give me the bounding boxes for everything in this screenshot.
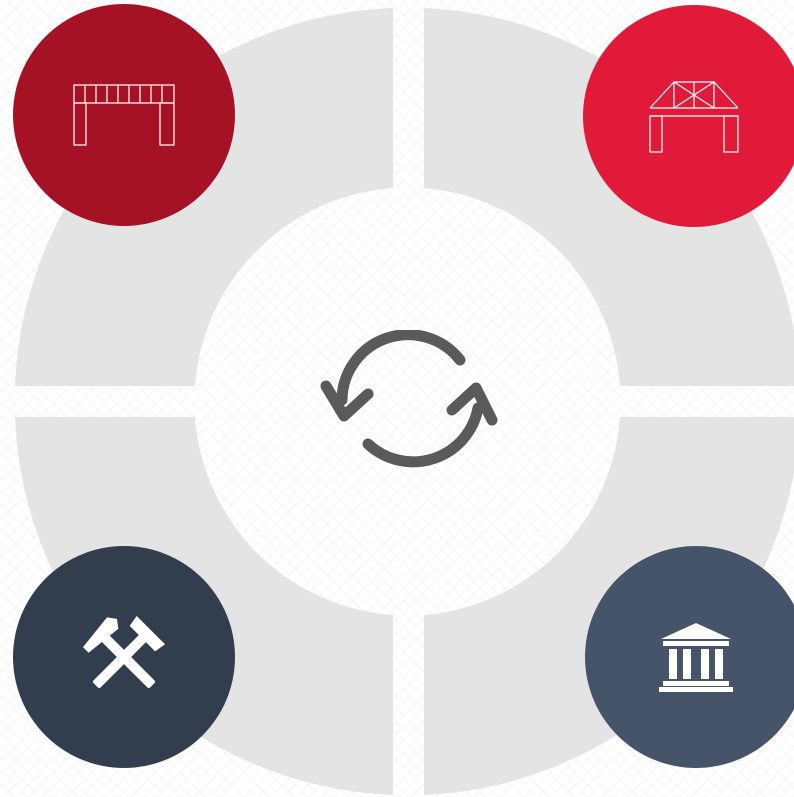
crossed-hammers-node[interactable]: [13, 546, 235, 768]
truss-bridge-node[interactable]: [583, 5, 794, 227]
bank-building-icon: [659, 623, 733, 692]
bank-building-node[interactable]: [585, 546, 794, 768]
ring-quadrant-top-right: [424, 8, 794, 386]
truss-bridge-icon: [649, 81, 739, 153]
ring-quadrant-top-left: [15, 8, 393, 386]
refresh-cycle-icon[interactable]: [320, 330, 500, 474]
frame-structure-node[interactable]: [13, 4, 235, 226]
frame-structure-icon: [73, 84, 175, 146]
crossed-hammers-icon: [82, 615, 166, 688]
